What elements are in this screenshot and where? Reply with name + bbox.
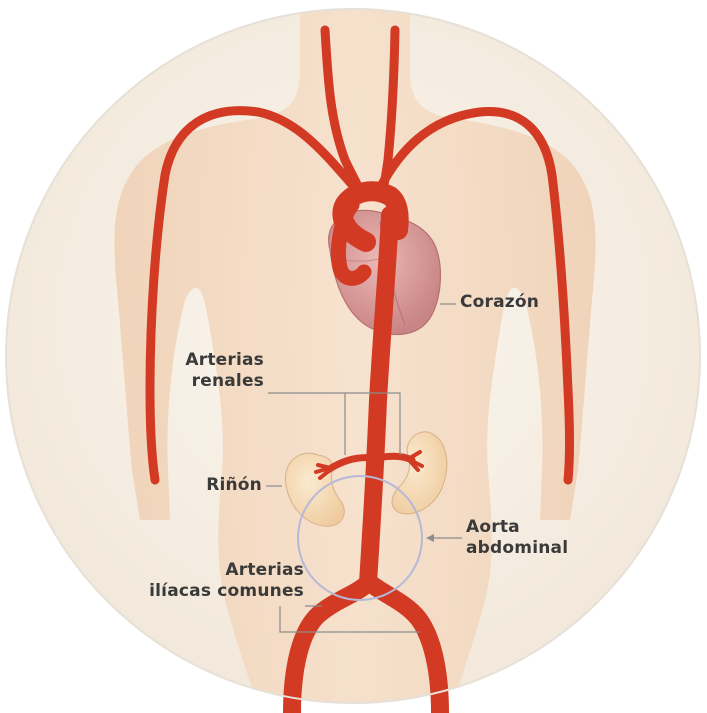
heart-label: Corazón [460,292,539,313]
kidney-label: Riñón [180,475,262,496]
abdominal-aorta-label: Aorta abdominal [466,517,568,559]
renal-arteries-label: Arterias renales [168,350,264,392]
iliac-arteries-label: Arterias ilíacas comunes [120,560,304,602]
